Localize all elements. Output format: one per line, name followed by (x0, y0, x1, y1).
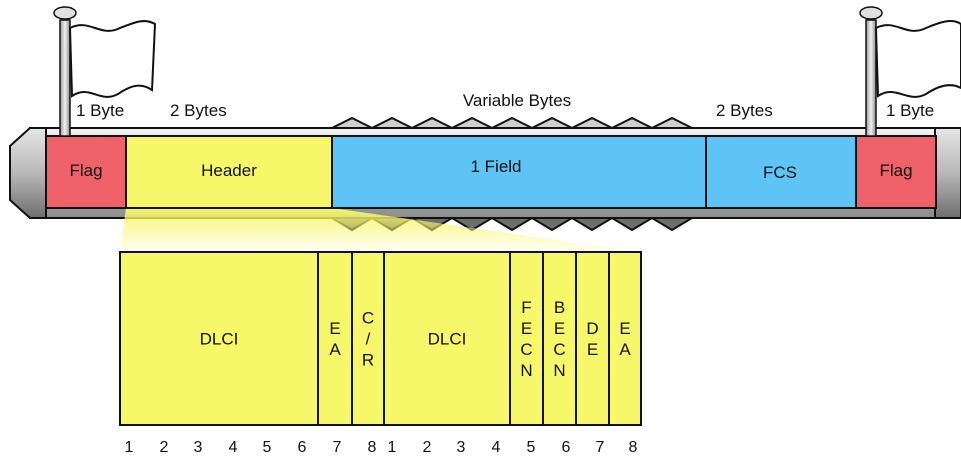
bit-number: 6 (298, 439, 307, 456)
field-label-becn: B (554, 298, 565, 317)
field-label-fecn: F (521, 298, 531, 317)
bit-number: 7 (333, 439, 342, 456)
field-label-ea-2: E (619, 319, 630, 338)
byte-labels: 1 Byte 2 Bytes Variable Bytes 2 Bytes 1 … (76, 91, 934, 120)
field-label-fecn: E (521, 319, 532, 338)
bit-number: 6 (562, 439, 571, 456)
segment-fcs-label: FCS (763, 163, 797, 182)
segment-header-label: Header (201, 161, 257, 180)
bit-number: 4 (492, 439, 501, 456)
field-label-ea-1: E (329, 319, 340, 338)
bit-number: 2 (160, 439, 169, 456)
field-box-becn (543, 252, 576, 425)
segment-info-label: 1 Field (470, 157, 521, 176)
segment-left-flag-label: Flag (69, 161, 102, 180)
field-label-fecn: C (520, 340, 532, 359)
bit-number: 4 (229, 439, 238, 456)
field-box-ea-2 (609, 252, 641, 425)
byte-label-header: 2 Bytes (170, 101, 227, 120)
pipe-left-cap (10, 128, 46, 218)
field-label-ea-1: A (329, 340, 341, 359)
bit-number: 1 (125, 439, 134, 456)
segment-right-flag-label: Flag (879, 161, 912, 180)
field-label-de: E (587, 340, 598, 359)
bit-number: 2 (423, 439, 432, 456)
bit-number: 8 (629, 439, 638, 456)
field-label-cr: / (366, 330, 371, 349)
byte-label-variable: Variable Bytes (463, 91, 571, 110)
bit-number: 1 (388, 439, 397, 456)
field-label-fecn: N (520, 361, 532, 380)
bit-number: 7 (596, 439, 605, 456)
field-label-becn: C (553, 340, 565, 359)
field-label-de: D (586, 319, 598, 338)
byte-label-right-flag: 1 Byte (886, 101, 934, 120)
bit-number: 5 (263, 439, 272, 456)
frame-segments: Flag Header 1 Field FCS Flag (46, 136, 936, 208)
pipe-right-cap (935, 128, 961, 218)
field-box-de (576, 252, 609, 425)
field-label-becn: N (553, 361, 565, 380)
byte-label-left-flag: 1 Byte (76, 101, 124, 120)
field-label-dlci-high: DLCI (200, 330, 239, 349)
bit-number: 8 (368, 439, 377, 456)
field-box-ea-1 (318, 252, 352, 425)
bit-number: 3 (457, 439, 466, 456)
field-label-becn: E (554, 319, 565, 338)
byte-label-fcs: 2 Bytes (716, 101, 773, 120)
bit-number: 5 (527, 439, 536, 456)
bit-number: 3 (194, 439, 203, 456)
field-label-cr: R (362, 351, 374, 370)
field-label-dlci-low: DLCI (428, 330, 467, 349)
field-label-ea-2: A (619, 340, 631, 359)
field-box-fecn (510, 252, 543, 425)
field-label-cr: C (362, 309, 374, 328)
